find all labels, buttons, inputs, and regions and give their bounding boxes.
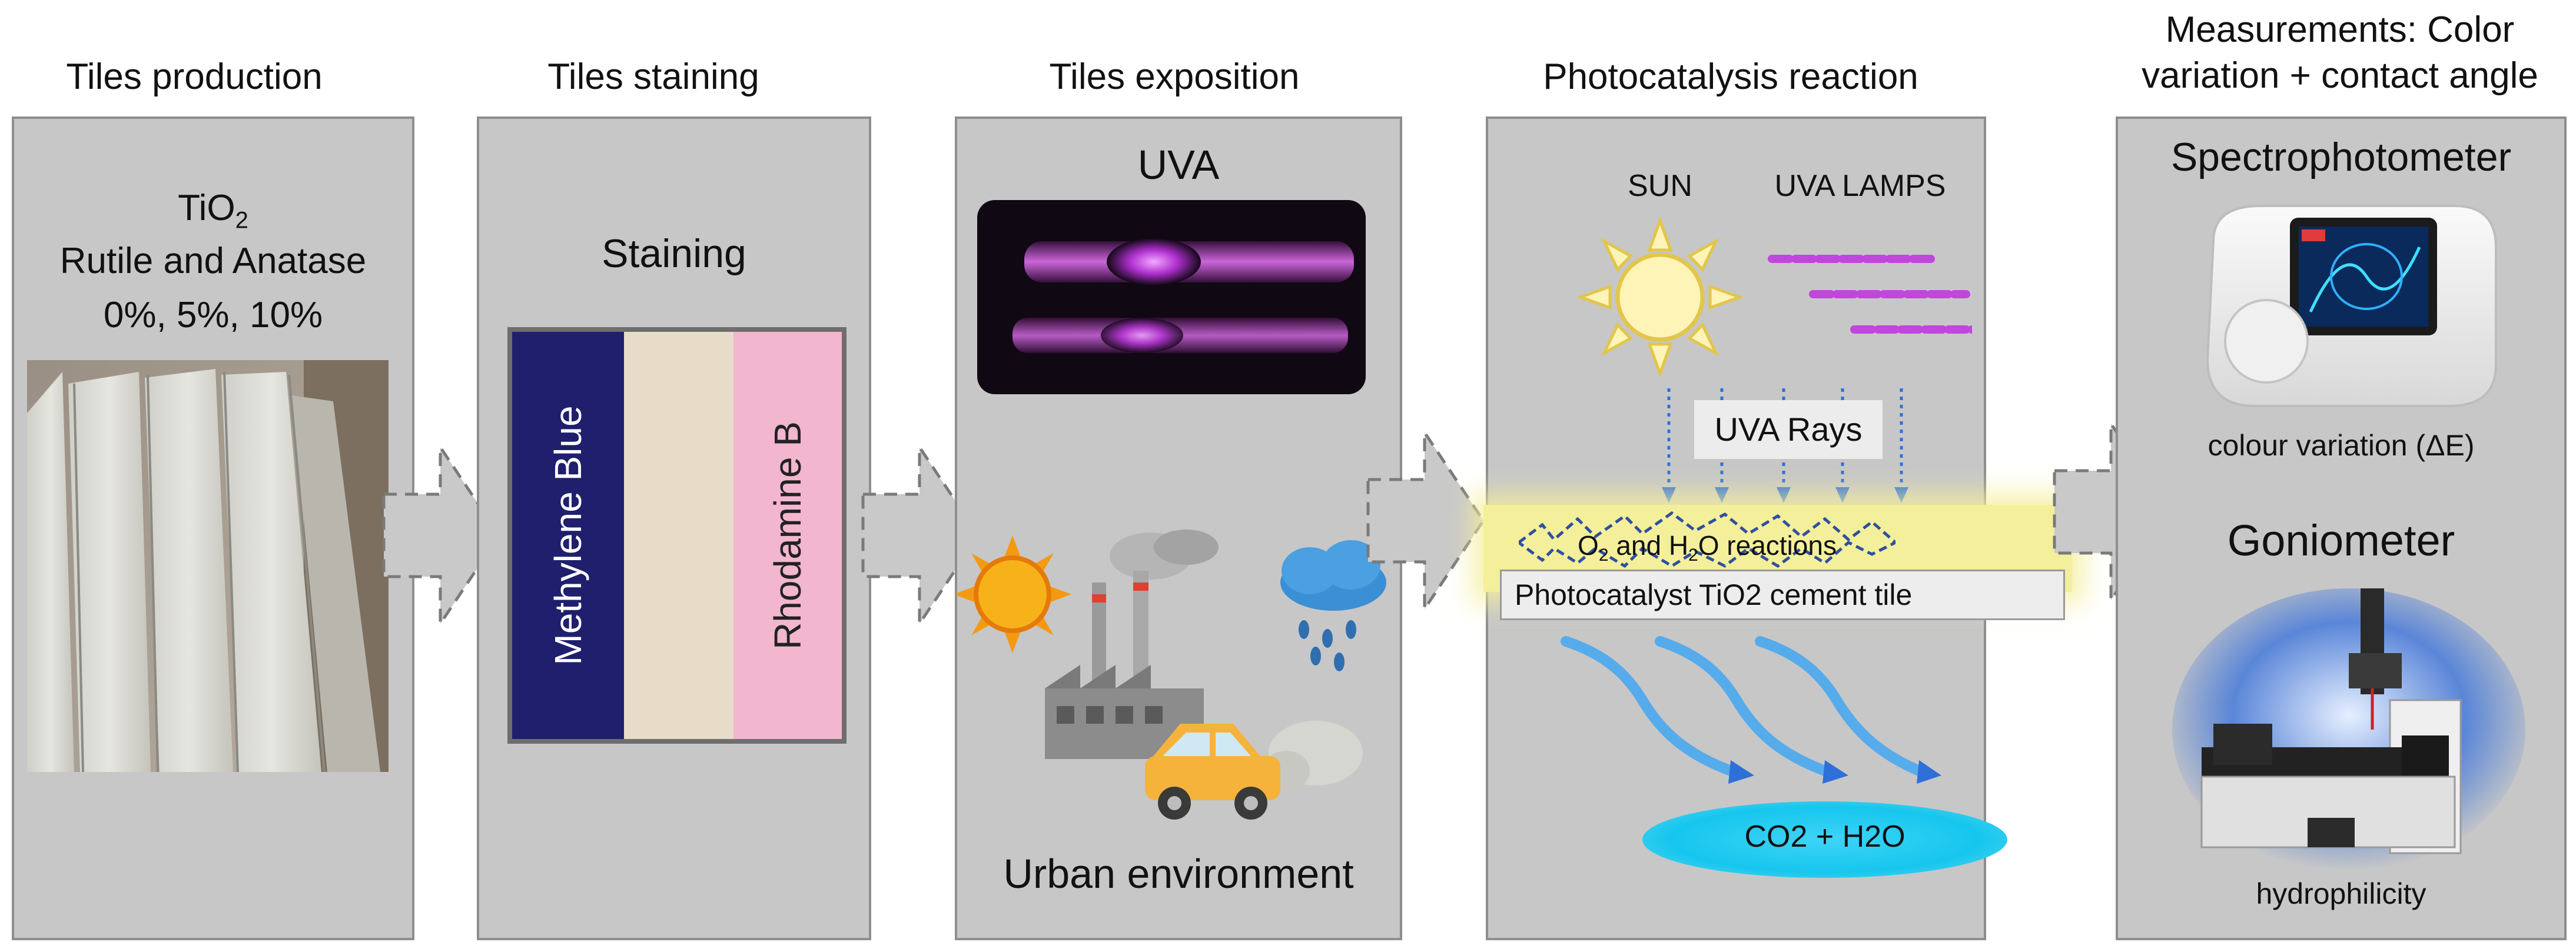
urban-environment-label: Urban environment <box>1003 851 1354 897</box>
stage-title-measurements: Measurements: Color variation + contact … <box>2107 7 2572 98</box>
phases-label: Rutile and Anatase <box>59 241 367 281</box>
flow-arrow-3 <box>1366 427 1489 615</box>
sun-icon <box>1578 218 1742 377</box>
methylene-blue-strip <box>512 332 624 739</box>
product-label: CO2 + H2O <box>1744 820 1906 854</box>
tio2-subscript: 2 <box>235 207 248 234</box>
goniometer-image <box>2166 582 2531 877</box>
reactions-and: and H <box>1608 530 1689 561</box>
spectrophotometer-caption: colour variation (ΔE) <box>2207 429 2475 462</box>
reactions-label: O2 and H2O reactions <box>1519 530 1896 565</box>
factory-icon <box>1045 530 1219 759</box>
rhodamine-label: Rhodamine B <box>766 421 809 650</box>
car-icon <box>1145 724 1280 820</box>
reactions-h-subscript: 2 <box>1688 545 1698 565</box>
reaction-zigzag <box>1519 507 1896 572</box>
uva-lamp-image <box>977 200 1366 394</box>
tio2-base: TiO <box>178 188 235 228</box>
percentages-label: 0%, 5%, 10% <box>103 295 323 335</box>
tile-label-box: Photocatalyst TiO2 cement tile <box>1500 570 2065 620</box>
stage-title-exposition: Tiles exposition <box>1049 56 1300 97</box>
neutral-strip <box>624 332 733 739</box>
stage-title-production: Tiles production <box>66 56 323 97</box>
methylene-blue-label: Methylene Blue <box>547 405 589 665</box>
urban-environment-icons <box>957 530 1404 847</box>
stage-title-staining: Tiles staining <box>547 56 759 97</box>
tile-label: Photocatalyst TiO2 cement tile <box>1515 578 1913 611</box>
stained-tile: Methylene Blue Rhodamine B <box>507 327 847 744</box>
urban-sun-icon <box>957 535 1071 653</box>
goniometer-caption: hydrophilicity <box>2256 877 2426 910</box>
goniometer-title: Goniometer <box>2227 516 2455 565</box>
product-ellipse <box>1642 801 2007 878</box>
flow-arrow-1 <box>381 441 505 630</box>
rhodamine-strip <box>733 332 842 739</box>
spectrophotometer-title: Spectrophotometer <box>2170 135 2512 179</box>
reactions-o: O <box>1578 530 1599 561</box>
staining-heading: Staining <box>602 231 746 276</box>
uva-lamps-label: UVA LAMPS <box>1774 169 1946 203</box>
sun-label: SUN <box>1628 169 1692 203</box>
uva-rays-label: UVA Rays <box>1694 400 1883 459</box>
measurements-title-line1: Measurements: Color <box>2165 9 2515 50</box>
uva-lamps-icon <box>1760 241 1972 359</box>
tio2-label: TiO2 <box>12 187 414 234</box>
spectrophotometer-image <box>2190 194 2508 418</box>
stage-title-photocatalysis: Photocatalysis reaction <box>1543 56 1918 97</box>
degradation-arrows <box>1554 630 1943 794</box>
reactions-o-subscript: 2 <box>1598 545 1609 565</box>
rain-cloud-icon <box>1280 540 1386 671</box>
tiles-photo <box>27 360 389 772</box>
reactions-rest: O reactions <box>1698 530 1837 561</box>
measurements-title-line2: variation + contact angle <box>2142 55 2538 96</box>
flow-arrow-2 <box>861 441 984 630</box>
uva-label: UVA <box>1137 142 1220 188</box>
